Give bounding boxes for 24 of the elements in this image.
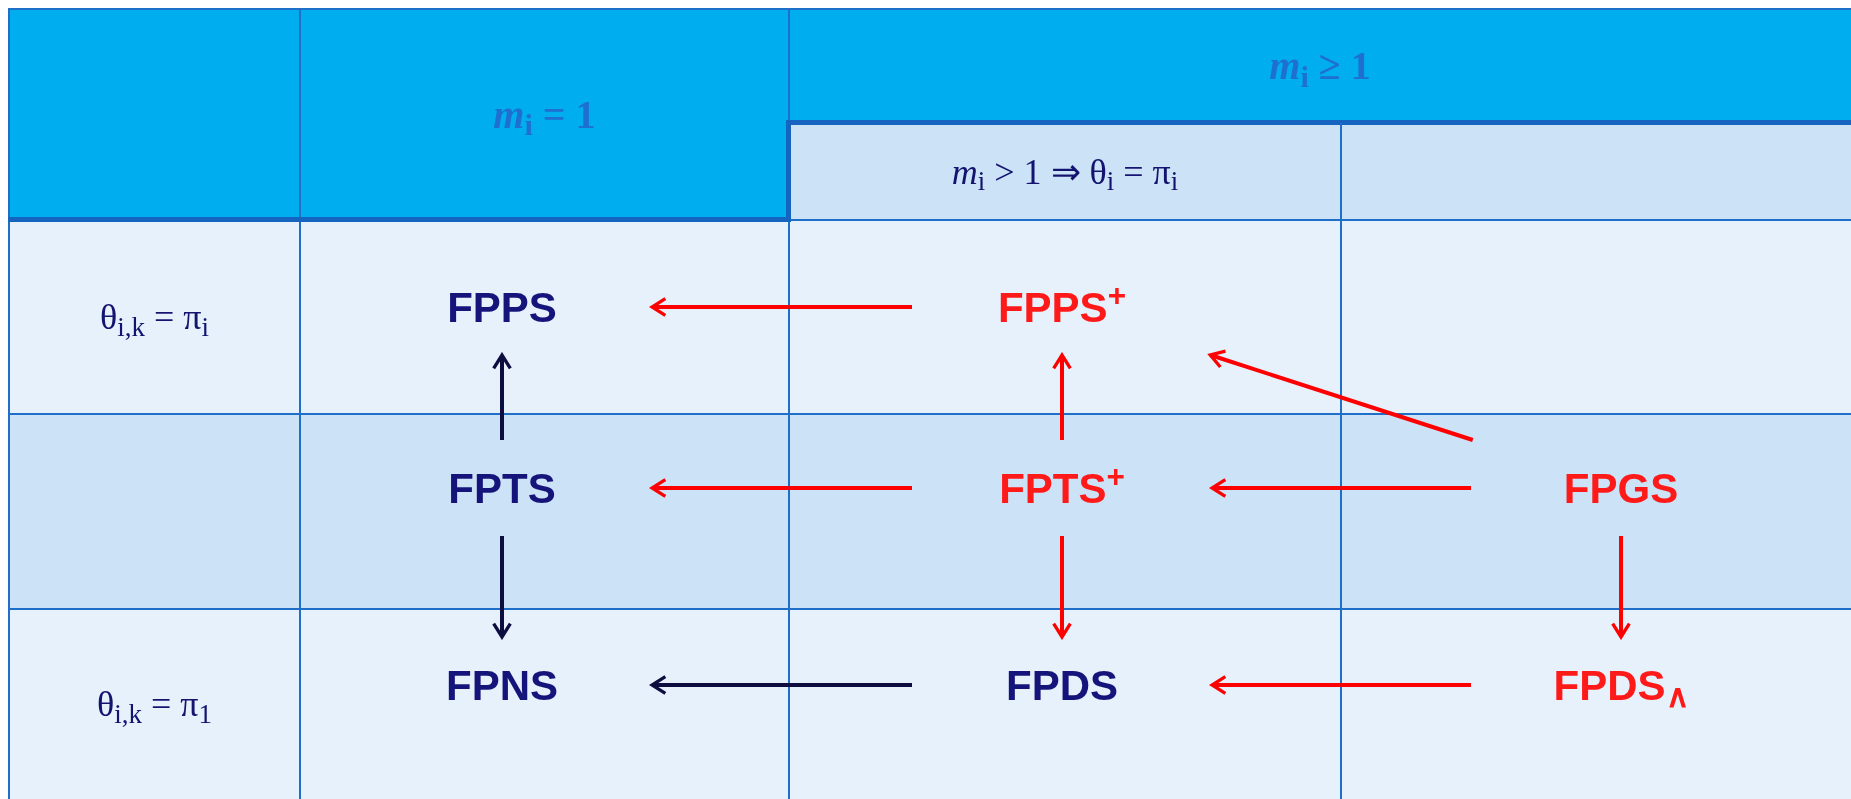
arrow — [492, 353, 512, 440]
row-header: θ$_{i,k}$ = π$_{i}$ — [100, 296, 209, 344]
column-subheader: m$_{i}$ > 1 ⇒ θ$_{i}$ = π$_{i}$ — [951, 150, 1179, 199]
arrow — [1052, 536, 1072, 639]
term-label: FPDS — [1006, 660, 1118, 711]
arrow — [650, 297, 912, 317]
term-label: FPTS$^{+}$ — [999, 456, 1125, 514]
column-header: m$_{i}$ ≥ 1 — [1269, 42, 1371, 95]
term-label: FPTS — [448, 463, 556, 514]
term-label: FPGS — [1563, 463, 1679, 514]
arrow — [1210, 675, 1471, 695]
arrow — [1611, 536, 1631, 639]
term-label: FPDS$_{∧}$ — [1553, 660, 1689, 717]
arrow — [650, 675, 912, 695]
arrow — [650, 478, 912, 498]
term-label: FPNS — [446, 660, 558, 711]
arrow — [1210, 478, 1471, 498]
column-header: m$_{i}$ = 1 — [493, 90, 596, 143]
arrow — [1208, 349, 1474, 442]
term-label: FPPS$^{+}$ — [997, 275, 1127, 333]
row-header: θ$_{i,k}$ = π$_{1}$ — [97, 683, 212, 731]
arrow — [1052, 353, 1072, 440]
arrow — [492, 536, 512, 639]
term-label: FPPS — [447, 282, 557, 333]
